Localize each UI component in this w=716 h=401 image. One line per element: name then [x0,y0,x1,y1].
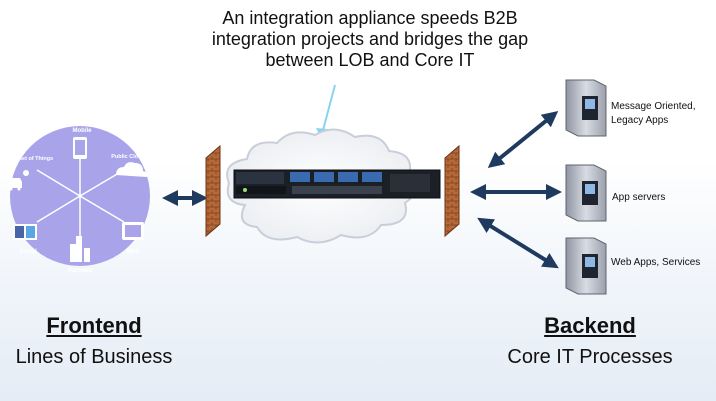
left-firewall [205,144,221,238]
backend-title: Backend [544,313,636,338]
headline-line-2: integration projects and bridges the gap [211,29,529,49]
right-firewall [444,144,460,238]
car-icon [8,178,22,188]
headline-line-3: between LOB and Core IT [265,50,475,70]
server-label-appserver: App servers [612,192,666,203]
integration-appliance [233,169,441,199]
frontend-hub [8,126,150,266]
backend-subtitle: Core IT Processes [507,346,673,368]
server-legacy [565,79,607,137]
partners-icon [70,236,90,262]
frontend-title: Frontend [46,313,142,338]
headline-line-1: An integration appliance speeds B2B [222,8,518,28]
hub-label-social: Social [19,249,37,255]
headline: An integration appliance speeds B2B inte… [150,8,590,71]
callout-pointer [321,84,336,135]
hub-label-web: Web [127,249,140,255]
arrow-to-webapps [477,217,559,269]
server-label-legacy: Message Oriented, Legacy Apps [611,101,696,126]
server-label-webapps: Web Apps, Services [611,257,701,268]
server-appserver [565,164,607,222]
hub-label-cloud: Public Cloud [111,154,145,160]
hub-label-iot: Internet of Things [7,156,53,162]
server-webapps [565,237,607,295]
hub-label-mobile: Mobile [73,128,93,134]
arrow-to-legacy [487,110,559,169]
hub-label-partners: Partners [68,268,93,274]
sensor-icon [23,170,29,176]
frontend-subtitle: Lines of Business [15,346,173,368]
cloud-icon [116,162,148,177]
